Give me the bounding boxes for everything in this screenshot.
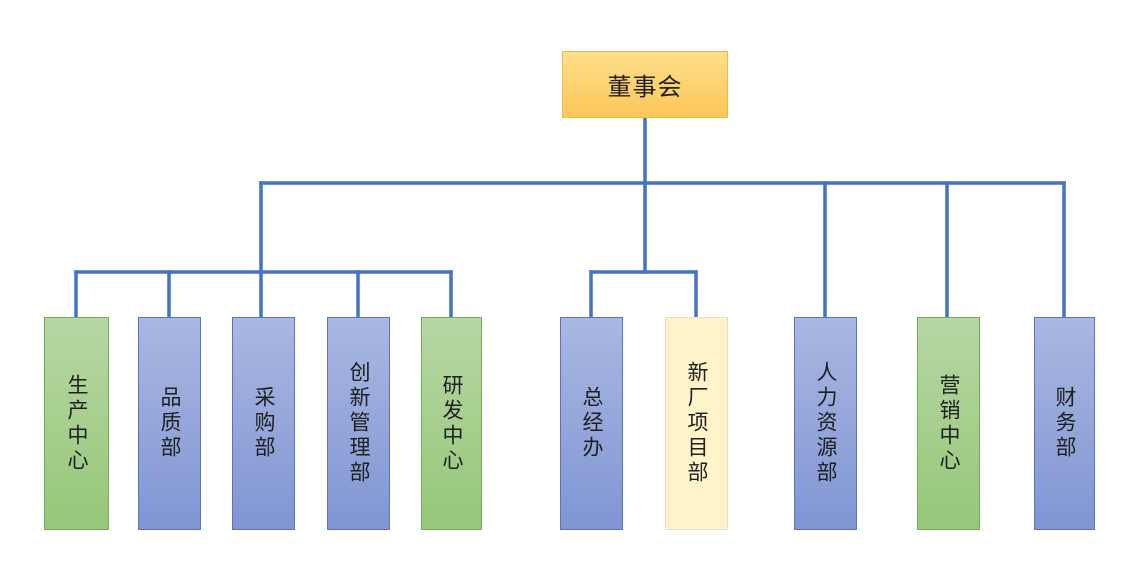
- dept-purchasing-node: 采购部: [232, 317, 295, 530]
- dept-gm-office-node: 总经办: [560, 317, 623, 530]
- dept-innovation-label: 创新管理部: [347, 361, 371, 486]
- dept-hr-node: 人力资源部: [794, 317, 857, 530]
- dept-innovation-node: 创新管理部: [327, 317, 390, 530]
- dept-marketing-node: 营销中心: [917, 317, 980, 530]
- dept-new-factory-node: 新厂项目部: [665, 317, 728, 530]
- dept-hr-label: 人力资源部: [814, 361, 838, 486]
- dept-production-label: 生产中心: [65, 373, 89, 474]
- dept-finance-node: 财务部: [1034, 317, 1095, 530]
- dept-new-factory-label: 新厂项目部: [685, 361, 709, 486]
- dept-rnd-node: 研发中心: [421, 317, 482, 530]
- dept-rnd-label: 研发中心: [440, 373, 464, 474]
- dept-finance-label: 财务部: [1053, 386, 1077, 461]
- dept-quality-label: 品质部: [158, 386, 182, 461]
- dept-purchasing-label: 采购部: [252, 386, 276, 461]
- dept-marketing-label: 营销中心: [937, 373, 961, 474]
- dept-gm-office-label: 总经办: [580, 386, 604, 461]
- board-of-directors-node: 董事会: [562, 51, 728, 118]
- dept-production-node: 生产中心: [44, 317, 109, 530]
- dept-quality-node: 品质部: [138, 317, 201, 530]
- board-of-directors-label: 董事会: [607, 73, 683, 101]
